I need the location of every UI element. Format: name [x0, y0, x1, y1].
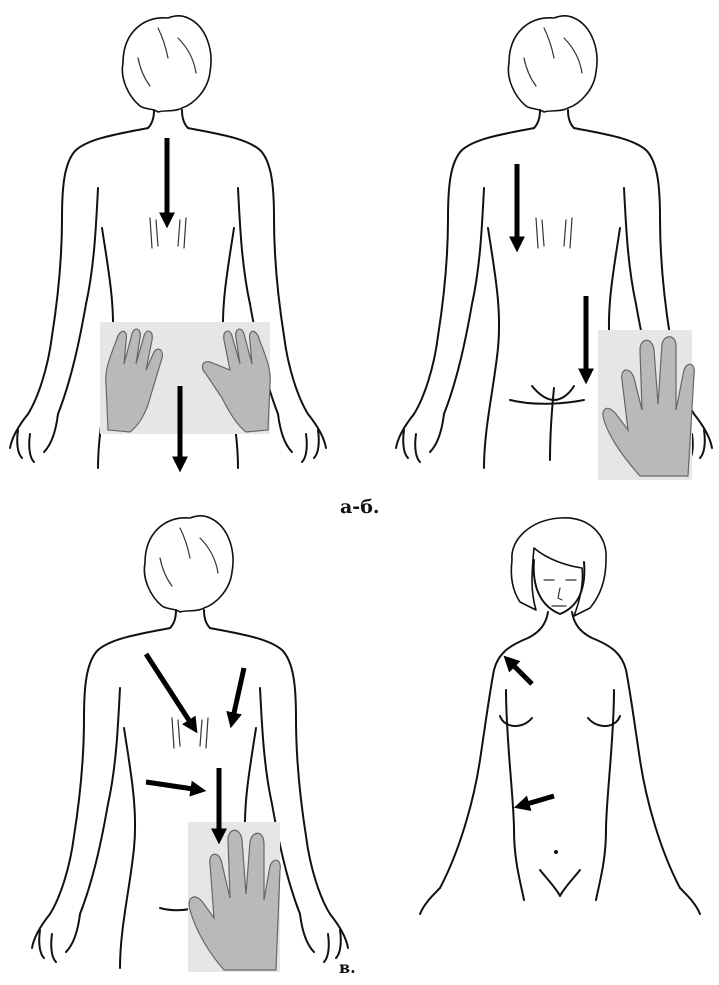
- panel-b-hand: [598, 330, 694, 480]
- panel-v-front-arrows: [508, 660, 554, 806]
- arrow-front-waist: [520, 796, 554, 806]
- caption-a-b: а-б.: [340, 496, 379, 518]
- panel-v-arrows: [146, 654, 244, 838]
- arrow-waist: [146, 782, 200, 790]
- panel-v-hand: [188, 822, 280, 972]
- arrow-diagonal-shoulder: [146, 654, 194, 728]
- caption-v: в.: [339, 958, 356, 977]
- arrow-right-scapula: [232, 668, 244, 722]
- arrow-front-shoulder: [508, 660, 532, 684]
- panel-a-hands: [100, 322, 270, 434]
- panel-v-front-figure: [420, 518, 700, 914]
- panel-b-arrows: [517, 164, 586, 378]
